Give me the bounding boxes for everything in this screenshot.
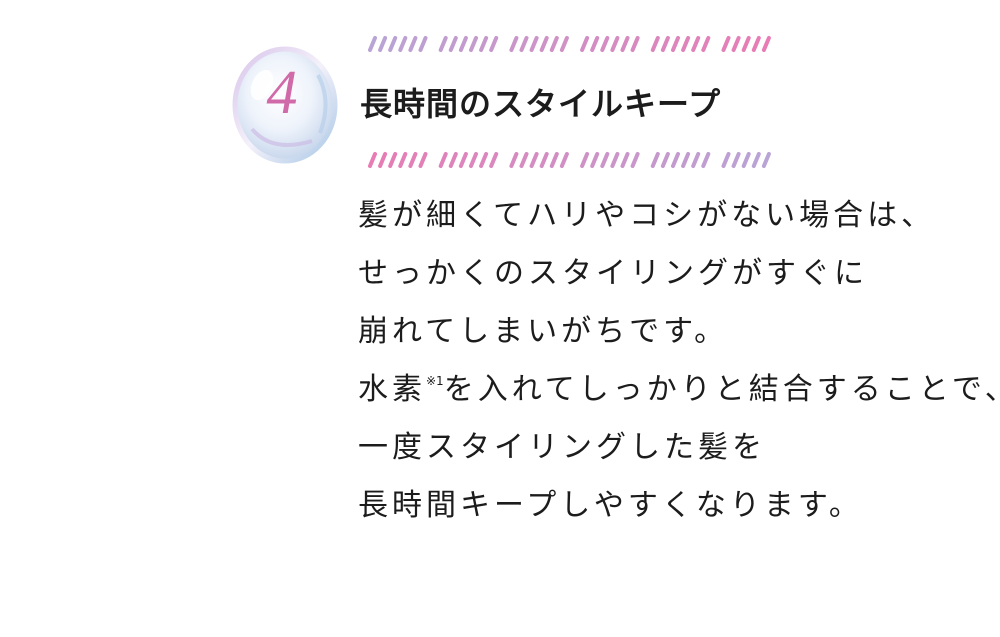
decorative-dash xyxy=(509,36,519,52)
decorative-dash xyxy=(489,36,499,52)
decorative-dash xyxy=(681,36,691,52)
decorative-dash xyxy=(398,152,408,168)
decorative-dash xyxy=(529,36,539,52)
decorative-dash xyxy=(539,152,549,168)
decorative-dash xyxy=(660,152,670,168)
body-line-6: 長時間キープしやすくなります。 xyxy=(358,488,863,523)
decorative-dash xyxy=(741,152,751,168)
step-number: 4 xyxy=(266,59,298,127)
decorative-dash xyxy=(600,152,610,168)
decorative-dash xyxy=(418,36,428,52)
decorative-dash xyxy=(408,36,418,52)
decorative-dash xyxy=(751,36,761,52)
decorative-dash xyxy=(388,152,398,168)
decorative-dash xyxy=(691,152,701,168)
body-line-4-start: 水素 xyxy=(358,372,426,407)
decorative-dash xyxy=(590,36,600,52)
decorative-dash xyxy=(660,36,670,52)
decorative-dash xyxy=(741,36,751,52)
decorative-dash xyxy=(469,36,478,52)
decorative-dash xyxy=(378,152,388,168)
decorative-dash xyxy=(438,152,448,168)
decorative-dash xyxy=(469,152,478,168)
decorative-dash xyxy=(509,152,519,168)
decorative-dash xyxy=(650,36,660,52)
decorative-dash xyxy=(721,152,731,168)
decorative-dash xyxy=(438,36,448,52)
decorative-dash xyxy=(458,36,468,52)
footnote-marker: ※1 xyxy=(426,374,444,388)
decorative-dash xyxy=(378,36,388,52)
decorative-dash xyxy=(388,36,398,52)
decorative-dash xyxy=(761,36,771,52)
decorative-dash xyxy=(448,36,458,52)
decorative-dash xyxy=(580,36,590,52)
decorative-dash xyxy=(751,152,761,168)
decorative-dash xyxy=(610,152,620,168)
decorative-dashes-top xyxy=(368,36,771,52)
decorative-dash xyxy=(458,152,468,168)
decorative-dash xyxy=(489,152,499,168)
decorative-dash xyxy=(479,152,489,168)
decorative-dash xyxy=(600,36,610,52)
decorative-dash xyxy=(368,36,377,52)
decorative-dash xyxy=(549,36,559,52)
decorative-dashes-bottom xyxy=(368,152,771,168)
decorative-dash xyxy=(650,152,660,168)
decorative-dash xyxy=(721,36,731,52)
decorative-dash xyxy=(408,152,418,168)
decorative-dash xyxy=(671,152,680,168)
decorative-dash xyxy=(620,36,630,52)
decorative-dash xyxy=(681,152,691,168)
decorative-dash xyxy=(630,152,640,168)
decorative-dash xyxy=(630,36,640,52)
decorative-dash xyxy=(549,152,559,168)
body-line-3: 崩れてしまいがちです。 xyxy=(358,314,729,349)
body-text: 髪が細くてハリやコシがない場合は、 せっかくのスタイリングがすぐに 崩れてしまい… xyxy=(358,196,1000,544)
decorative-dash xyxy=(559,36,569,52)
body-line-4: 水素※1を入れてしっかりと結合することで、 xyxy=(358,370,1000,428)
decorative-dash xyxy=(368,152,377,168)
decorative-dash xyxy=(519,152,529,168)
decorative-dash xyxy=(479,36,489,52)
decorative-dash xyxy=(671,36,680,52)
water-bubble-icon xyxy=(232,45,338,165)
decorative-dash xyxy=(418,152,428,168)
decorative-dash xyxy=(731,152,741,168)
decorative-dash xyxy=(529,152,539,168)
section-title: 長時間のスタイルキープ xyxy=(360,85,722,123)
body-line-4-end: を入れてしっかりと結合することで、 xyxy=(443,372,1000,407)
decorative-dash xyxy=(539,36,549,52)
decorative-dash xyxy=(701,152,711,168)
decorative-dash xyxy=(761,152,771,168)
decorative-dash xyxy=(559,152,569,168)
decorative-dash xyxy=(519,36,529,52)
body-line-1: 髪が細くてハリやコシがない場合は、 xyxy=(358,198,936,233)
decorative-dash xyxy=(448,152,458,168)
decorative-dash xyxy=(620,152,630,168)
decorative-dash xyxy=(398,36,408,52)
decorative-dash xyxy=(580,152,590,168)
decorative-dash xyxy=(610,36,620,52)
decorative-dash xyxy=(701,36,711,52)
decorative-dash xyxy=(731,36,741,52)
body-line-2: せっかくのスタイリングがすぐに xyxy=(358,256,868,291)
decorative-dash xyxy=(590,152,600,168)
body-line-5: 一度スタイリングした髪を xyxy=(358,430,766,465)
decorative-dash xyxy=(691,36,701,52)
